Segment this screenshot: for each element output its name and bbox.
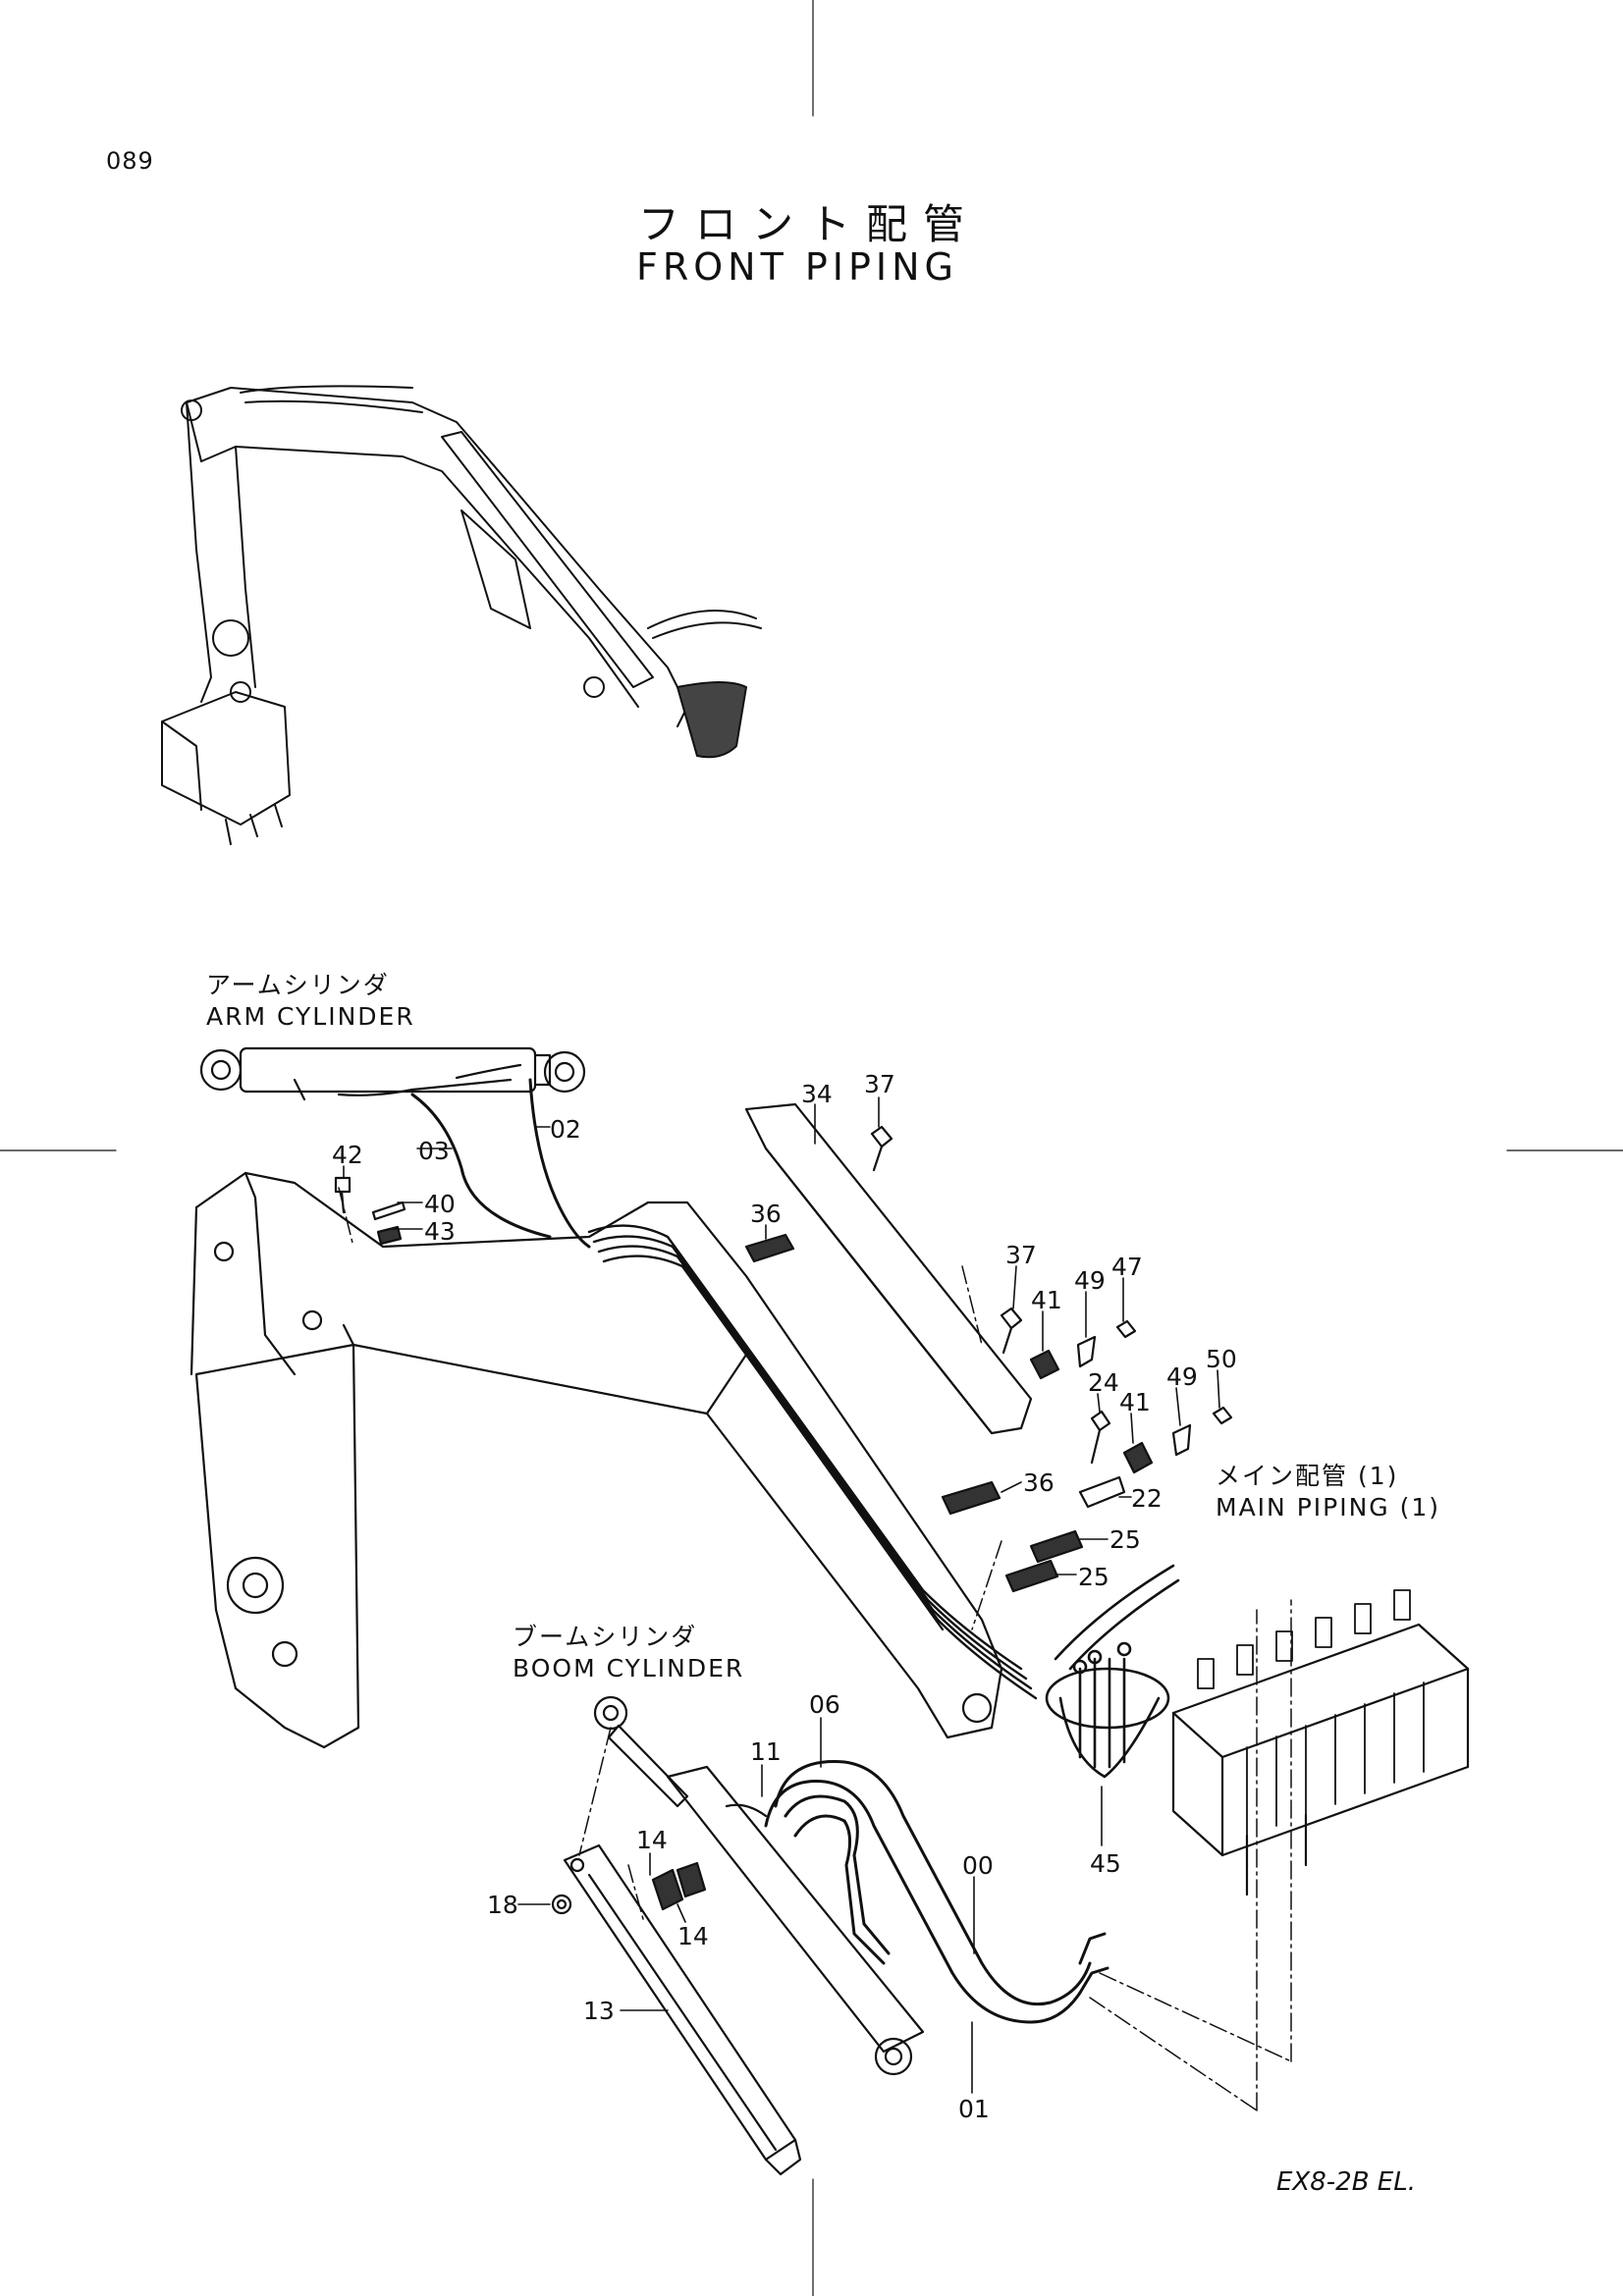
main-piping-label-en: MAIN PIPING (1) bbox=[1216, 1493, 1441, 1522]
page-number: 089 bbox=[106, 147, 154, 175]
callout-03: 03 bbox=[418, 1137, 450, 1165]
callout-13: 13 bbox=[583, 1997, 615, 2025]
main-piping-label-ja: メイン配管 (1) bbox=[1216, 1462, 1399, 1490]
arm-cylinder-label-en: ARM CYLINDER bbox=[206, 1002, 415, 1031]
callout-34: 34 bbox=[801, 1080, 833, 1108]
hose-02-03 bbox=[410, 1078, 591, 1249]
pads-14 bbox=[651, 1861, 707, 1911]
leader-lines bbox=[343, 1096, 1220, 2094]
boom-cylinder-drawing bbox=[593, 1695, 925, 2076]
guard-13 bbox=[551, 1843, 802, 2176]
cover-34 bbox=[744, 1102, 1033, 1435]
callout-18: 18 bbox=[487, 1891, 518, 1919]
connection-lines bbox=[338, 1187, 1292, 2111]
callout-43: 43 bbox=[424, 1217, 456, 1246]
callout-25-upper: 25 bbox=[1109, 1525, 1141, 1554]
control-valve-drawing bbox=[1171, 1589, 1470, 1896]
callout-36-lower: 36 bbox=[1023, 1468, 1055, 1497]
callout-11: 11 bbox=[750, 1737, 782, 1766]
callout-02: 02 bbox=[550, 1115, 581, 1144]
callout-37-mid: 37 bbox=[1005, 1241, 1037, 1269]
callout-40: 40 bbox=[424, 1190, 456, 1218]
callout-41-lower: 41 bbox=[1119, 1388, 1151, 1416]
hoses-06-11-00-01 bbox=[764, 1760, 1109, 2024]
callout-50: 50 bbox=[1206, 1345, 1237, 1373]
callout-01: 01 bbox=[958, 2095, 990, 2123]
callout-47: 47 bbox=[1111, 1253, 1143, 1281]
callout-37-top: 37 bbox=[864, 1070, 895, 1098]
callout-49-upper: 49 bbox=[1074, 1266, 1106, 1295]
callout-00: 00 bbox=[962, 1851, 994, 1880]
overview-excavator-front bbox=[161, 385, 762, 845]
callout-45: 45 bbox=[1090, 1849, 1121, 1878]
callout-36-top: 36 bbox=[750, 1200, 782, 1228]
callout-49-lower: 49 bbox=[1166, 1362, 1198, 1391]
callout-42: 42 bbox=[332, 1141, 363, 1169]
hose-bundle bbox=[587, 1224, 1038, 1700]
boom-drawing bbox=[189, 1171, 1003, 1749]
boom-cylinder-label-ja: ブームシリンダ bbox=[513, 1623, 698, 1651]
arm-cylinder-label-ja: アームシリンダ bbox=[206, 971, 390, 999]
callout-14-lower: 14 bbox=[677, 1922, 709, 1950]
callout-22: 22 bbox=[1131, 1484, 1163, 1513]
page-title-english: FRONT PIPING bbox=[636, 245, 959, 289]
main-piping-label: メイン配管 (1) MAIN PIPING (1) bbox=[1216, 1461, 1440, 1523]
model-code: EX8-2B EL. bbox=[1276, 2167, 1416, 2197]
arm-cylinder-drawing bbox=[199, 1046, 586, 1101]
callout-14-upper: 14 bbox=[636, 1826, 668, 1854]
boom-cylinder-label-en: BOOM CYLINDER bbox=[513, 1654, 745, 1682]
callout-25-lower: 25 bbox=[1078, 1563, 1109, 1591]
page-title-japanese: フロント配管 bbox=[638, 200, 981, 248]
callout-41-upper: 41 bbox=[1031, 1286, 1062, 1314]
hose-group-45 bbox=[1045, 1564, 1180, 1779]
callout-24: 24 bbox=[1088, 1368, 1119, 1397]
small-parts bbox=[334, 1125, 1233, 1593]
callout-06: 06 bbox=[809, 1690, 840, 1719]
boom-cylinder-label: ブームシリンダ BOOM CYLINDER bbox=[513, 1622, 744, 1684]
arm-cylinder-label: アームシリンダ ARM CYLINDER bbox=[206, 970, 415, 1033]
